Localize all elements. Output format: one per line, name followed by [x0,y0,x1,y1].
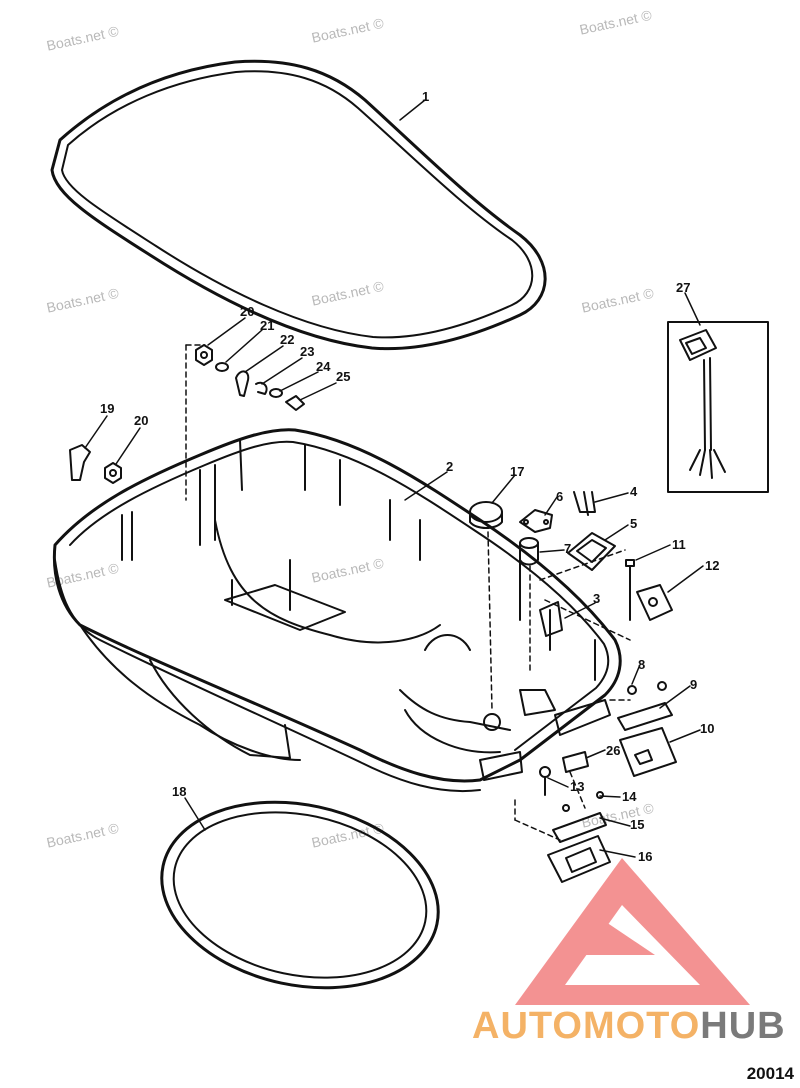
callout-18: 18 [172,784,187,799]
bushing [519,537,539,671]
callout-3: 3 [593,591,601,606]
callout-2: 2 [446,459,454,474]
hex-nut-20b [104,462,122,484]
callout-27: 27 [676,280,691,295]
callout-4: 4 [630,484,638,499]
callout-26: 26 [606,743,621,758]
clip [519,509,553,533]
leader-lines [84,99,704,858]
screw-13 [539,766,551,796]
screws-8 [627,681,667,695]
logo-triangle-icon [515,858,750,1005]
harness-inset [667,321,769,493]
screws-14 [562,791,604,812]
pivot-19 [69,444,91,481]
callout-6: 6 [556,489,564,504]
washer-21 [215,362,229,372]
label-26 [562,751,589,773]
logo-text-part2: MOTO [582,1005,701,1047]
assembly-lines [185,344,631,841]
screw [625,559,635,621]
callout-1: 1 [422,89,430,104]
bracket [573,491,596,516]
callout-16: 16 [638,849,653,864]
latch-bracket [539,601,563,637]
callout-22: 22 [280,332,295,347]
bottom-cowl [52,428,622,793]
hook-23 [255,381,268,395]
callout-12: 12 [705,558,720,573]
callout-7: 7 [564,541,572,556]
logo-text-part1: AUTO [472,1005,583,1047]
gasket-plate-9 [617,702,673,731]
mounting-plate [636,584,673,621]
callout-8: 8 [638,657,646,672]
callout-19: 19 [100,401,115,416]
gasket-15 [552,812,607,843]
bottom-seal-gasket [160,800,440,990]
callout-11: 11 [672,537,686,552]
callout-15: 15 [630,817,645,832]
callout-20-lower: 20 [134,413,149,428]
latch-lever-22 [235,370,250,397]
callout-13: 13 [570,779,585,794]
callout-5: 5 [630,516,638,531]
callout-10: 10 [700,721,715,736]
callout-21: 21 [260,318,275,333]
callout-9: 9 [690,677,698,692]
automotohub-logo: AUTOMOTOHUB [472,1005,786,1048]
callout-17: 17 [510,464,525,479]
callout-14: 14 [622,789,637,804]
grommet-plug [469,501,503,711]
hex-nut-20 [195,344,213,366]
cover-plate-16 [547,835,611,883]
top-seal-gasket [50,59,547,351]
callout-24: 24 [316,359,331,374]
callout-25: 25 [336,369,351,384]
bolt-25 [285,395,305,411]
cover-plate-10 [619,727,677,777]
diagram-id: 20014 [746,1064,794,1083]
washer-24 [269,388,283,398]
logo-text-part3: HUB [700,1005,786,1047]
callout-20-upper: 20 [240,304,255,319]
callout-23: 23 [300,344,315,359]
